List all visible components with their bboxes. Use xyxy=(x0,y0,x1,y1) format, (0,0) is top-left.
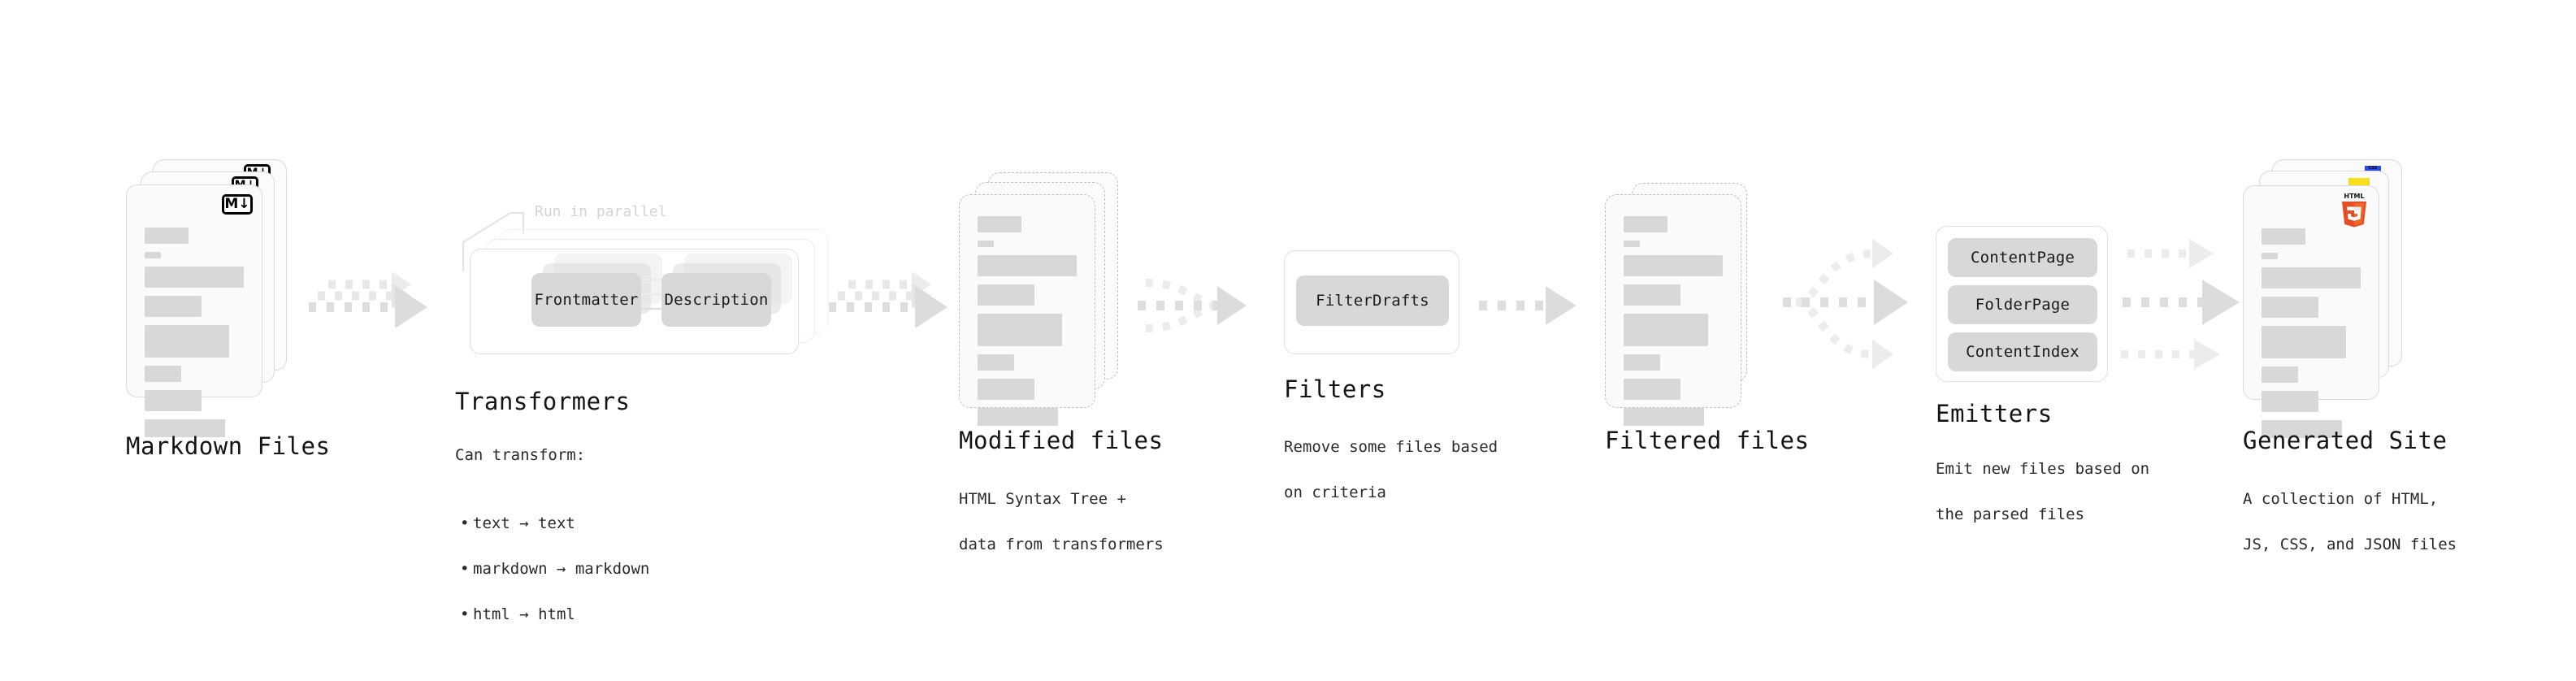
emitters-description: Emit new files based on the parsed files xyxy=(1936,435,2196,526)
filters-description: Remove some files based on criteria xyxy=(1284,413,1528,504)
emitters-chip-folderpage[interactable]: FolderPage xyxy=(1948,285,2097,324)
generated-site-desc-line-0: A collection of HTML, xyxy=(2243,490,2439,508)
transformers-desc-item-0: text → text xyxy=(460,512,723,535)
transformers-desc-item-2: html → html xyxy=(460,603,723,626)
css-badge-label: CSS xyxy=(2368,166,2378,171)
markdown-card-front: M↓ xyxy=(126,184,262,437)
generated-card-front: HTML xyxy=(2243,185,2379,438)
modified-skeleton-bars xyxy=(978,216,1077,434)
html5-badge-top-label: HTML xyxy=(2344,193,2364,200)
transformers-desc-lead: Can transform: xyxy=(455,446,586,464)
transformers-desc-item-1: markdown → markdown xyxy=(460,557,723,580)
connector-markdown-to-transformers xyxy=(309,271,427,328)
connector-emitters-to-site xyxy=(2121,239,2240,369)
filters-chip-filterdrafts[interactable]: FilterDrafts xyxy=(1296,275,1449,326)
markdown-files-title: Markdown Files xyxy=(126,432,331,460)
filters-desc-line-0: Remove some files based xyxy=(1284,438,1498,456)
html5-badge-icon: HTML xyxy=(2342,193,2366,228)
emitters-desc-line-0: Emit new files based on xyxy=(1936,460,2150,478)
emitters-box: ContentPage FolderPage ContentIndex xyxy=(1936,226,2108,382)
connector-transformers-to-modified xyxy=(829,271,948,328)
markdown-badge-icon: M↓ xyxy=(222,194,253,215)
markdown-files-card-stack: M↓ M↓ M↓ xyxy=(126,159,301,437)
modified-files-desc-line-1: data from transformers xyxy=(959,536,1164,553)
emitters-chip-folderpage-label: FolderPage xyxy=(1975,296,2071,314)
emitters-chip-contentindex[interactable]: ContentIndex xyxy=(1948,332,2097,371)
transformers-group: Run in parallel Frontmatter xyxy=(455,193,829,356)
emitters-desc-line-1: the parsed files xyxy=(1936,505,2085,523)
filters-title: Filters xyxy=(1284,375,1386,403)
connector-filters-to-filtered xyxy=(1479,286,1576,325)
modified-files-card-stack xyxy=(959,172,1134,440)
connector-filtered-to-emitters xyxy=(1783,239,1908,369)
css-badge-icon: CSS xyxy=(2365,166,2381,175)
modified-files-title: Modified files xyxy=(959,427,1164,454)
connector-modified-to-filters xyxy=(1138,279,1247,332)
transformers-chip-frontmatter[interactable]: Frontmatter xyxy=(531,273,641,327)
modified-files-desc-line-0: HTML Syntax Tree + xyxy=(959,490,1126,508)
generated-site-description: A collection of HTML, JS, CSS, and JSON … xyxy=(2243,465,2503,556)
transformers-description: Can transform: text → text markdown → ma… xyxy=(455,421,723,671)
generated-skeleton-bars xyxy=(2262,228,2361,446)
modified-files-description: HTML Syntax Tree + data from transformer… xyxy=(959,465,1203,556)
filtered-files-card-stack xyxy=(1605,183,1780,451)
generated-site-title: Generated Site xyxy=(2243,427,2448,454)
emitters-chip-contentpage-label: ContentPage xyxy=(1970,249,2075,267)
filters-chip-filterdrafts-label: FilterDrafts xyxy=(1316,292,1429,310)
filters-box: FilterDrafts xyxy=(1284,250,1459,354)
filtered-files-title: Filtered files xyxy=(1605,427,1810,454)
emitters-title: Emitters xyxy=(1936,400,2053,427)
filtered-skeleton-bars xyxy=(1624,216,1723,434)
run-in-parallel-bracket xyxy=(462,211,525,271)
modified-card-front xyxy=(959,194,1095,426)
transformers-chip-description[interactable]: Description xyxy=(661,273,771,327)
generated-site-desc-line-1: JS, CSS, and JSON files xyxy=(2243,536,2457,553)
filtered-card-front xyxy=(1605,194,1741,426)
run-in-parallel-label: Run in parallel xyxy=(535,203,667,220)
transformers-desc-list: text → text markdown → markdown html → h… xyxy=(455,489,723,648)
emitters-chip-contentpage[interactable]: ContentPage xyxy=(1948,238,2097,277)
transformers-chip-description-label: Description xyxy=(664,291,769,309)
generated-site-card-stack: CSS HTML xyxy=(2243,159,2430,438)
transformers-chip-frontmatter-label: Frontmatter xyxy=(534,291,639,309)
markdown-skeleton-bars xyxy=(145,228,244,445)
filters-desc-line-1: on criteria xyxy=(1284,484,1386,501)
emitters-chip-contentindex-label: ContentIndex xyxy=(1966,343,2079,361)
markdown-badge-label: M↓ xyxy=(224,196,250,212)
transformers-title: Transformers xyxy=(455,388,631,415)
